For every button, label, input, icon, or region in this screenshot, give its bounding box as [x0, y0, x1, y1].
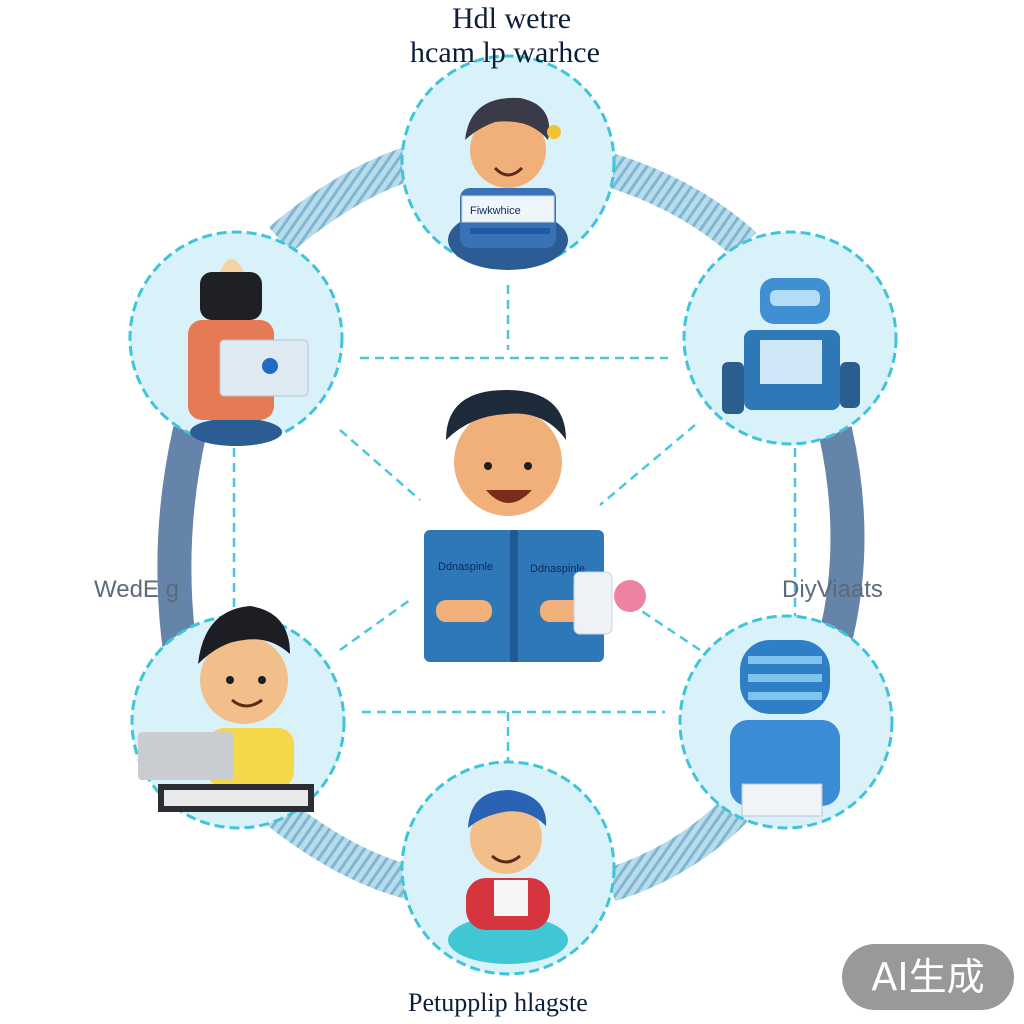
ring-band-left — [157, 426, 207, 653]
hand-left — [436, 600, 492, 622]
face — [470, 112, 546, 188]
book-spine — [510, 530, 518, 662]
head-stripe-3 — [748, 692, 822, 700]
face — [470, 802, 542, 874]
ring-band-top-left — [268, 143, 425, 253]
node-bottom-avatar — [448, 790, 568, 964]
book-left-text: Ddnaspinle — [438, 561, 493, 573]
sign-bar — [470, 228, 550, 234]
connector-lr-center — [639, 608, 701, 652]
face — [200, 636, 288, 724]
robot-panel — [760, 340, 822, 384]
book-left — [424, 530, 514, 662]
node-upper-left-avatar — [188, 259, 309, 446]
ai-generated-badge: AI生成 — [842, 944, 1014, 1010]
head-stripe-2 — [748, 674, 822, 682]
connector-ur-center — [599, 424, 696, 506]
eye-left — [484, 462, 492, 470]
laptop-screen — [138, 732, 234, 780]
paper — [494, 880, 528, 916]
connector-ll-center — [339, 598, 411, 652]
card-dot — [262, 358, 278, 374]
smile — [486, 490, 532, 503]
side-label-right: DiyViaats — [782, 576, 883, 603]
center-figure: Ddnaspinle Ddnaspinle — [424, 390, 646, 662]
jar-top — [220, 259, 244, 272]
base — [190, 418, 282, 446]
smile — [231, 698, 263, 708]
title-line-2: hcam lp warhce — [410, 36, 600, 69]
robot-visor — [770, 290, 820, 306]
ring-band-right — [818, 426, 865, 645]
side-device — [573, 571, 613, 635]
hair — [465, 97, 550, 140]
smile — [491, 854, 521, 864]
robot-arm-left — [722, 362, 744, 414]
book-right-text: Ddnaspinle — [530, 563, 585, 575]
ear-accessory — [547, 125, 561, 139]
ring-band-bottom-left — [264, 796, 424, 902]
node-top-avatar: Fiwkwhice — [448, 97, 568, 270]
center-hair — [446, 390, 566, 440]
side-label-left: WedE g — [94, 576, 179, 603]
hair — [198, 606, 290, 664]
smile — [493, 166, 524, 177]
eye-left — [226, 676, 234, 684]
sign-text: Fiwkwhice — [470, 205, 521, 217]
connectors — [232, 285, 797, 765]
keyboard-keys — [164, 790, 308, 806]
ring-band-top-right — [604, 153, 757, 258]
eye-right — [258, 676, 266, 684]
footer-label: Petupplip hlagste — [408, 988, 588, 1017]
center-face — [454, 408, 562, 516]
connector-ul-center — [339, 429, 421, 501]
sign-card — [461, 195, 555, 223]
node-lower-left-avatar — [138, 606, 314, 812]
hair — [468, 790, 547, 828]
eye-right — [524, 462, 532, 470]
robot-arm-right — [840, 362, 860, 408]
card — [741, 783, 823, 817]
ring-band-bottom-right — [604, 788, 758, 902]
jar-lid — [200, 272, 262, 320]
side-splash — [614, 580, 646, 612]
title-line-1: Hdl wetre — [452, 2, 572, 35]
head-stripe-1 — [748, 656, 822, 664]
node-upper-right-avatar — [722, 278, 860, 414]
node-lower-right-avatar — [730, 640, 840, 817]
